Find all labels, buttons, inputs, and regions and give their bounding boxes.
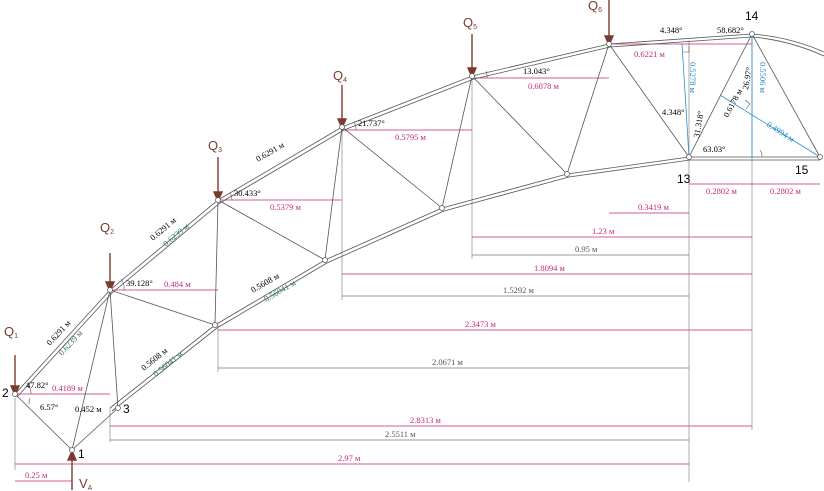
dimension-label: 2.0671 м <box>432 357 464 367</box>
angle-label: 26.97° <box>740 66 754 90</box>
load-q4-sub: 4 <box>343 77 347 84</box>
load-q6-letter: Q <box>588 0 598 13</box>
angle-arcs <box>26 46 763 405</box>
svg-text:Q6: Q6 <box>588 0 602 14</box>
angle-label: 58.682° <box>717 25 744 35</box>
angle-label: 4.348° <box>660 25 683 35</box>
angle-label: 30.433° <box>234 188 261 198</box>
load-q4-letter: Q <box>333 68 343 83</box>
reaction-sub: A <box>88 485 93 491</box>
angle-label: 63.03° <box>703 144 726 154</box>
projection-label: 0.4189 м <box>52 383 84 393</box>
svg-text:Q1: Q1 <box>4 324 18 340</box>
projection-label: 0.3419 м <box>638 202 670 212</box>
angle-label: 47.82° <box>26 380 49 390</box>
node-15-label: 15 <box>795 163 809 177</box>
cyan-lines <box>681 34 821 158</box>
load-q3-sub: 3 <box>218 147 222 154</box>
node-3-label: 3 <box>123 402 130 416</box>
dimension-label: 2.5511 м <box>385 429 416 439</box>
projection-label: 0.5795 м <box>395 132 427 142</box>
dimension-label: 0.25 м <box>25 470 48 480</box>
angle-label: 39.128° <box>126 278 153 288</box>
member-length-label: 0.6178 м <box>721 86 745 119</box>
load-arrows <box>9 0 615 490</box>
load-q1-letter: Q <box>4 324 14 339</box>
projection-label: 0.6221 м <box>634 49 666 59</box>
node-13-label: 13 <box>677 172 691 186</box>
projection-label: 0.2802 м <box>770 186 802 196</box>
dimension-labels: 1.23 м 0.95 м 1.8094 м 1.5292 м 2.3473 м… <box>25 226 615 480</box>
magenta-dimension-lines <box>15 43 820 482</box>
dimension-label: 1.5292 м <box>503 285 535 295</box>
dimension-label: 1.8094 м <box>534 263 566 273</box>
angle-label: 21.737° <box>358 118 385 128</box>
angle-label: 4.348° <box>662 107 685 117</box>
member-length-label: 0.6291 м <box>254 139 286 163</box>
angle-label: 13.043° <box>523 66 550 76</box>
svg-text:VA: VA <box>79 476 93 491</box>
angle-label: 6.57° <box>40 402 58 412</box>
horizontal-projection-labels: 0.4189 м 0.484 м 0.5379 м 0.5795 м 0.607… <box>52 49 802 393</box>
node-14-label: 14 <box>745 9 759 23</box>
load-q5-sub: 5 <box>473 24 477 31</box>
cyan-length-label: 0.5506 м <box>758 62 768 94</box>
angle-labels: 47.82° 6.57° 39.128° 30.433° 21.737° 13.… <box>26 25 754 412</box>
angle-label: 31.318° <box>691 110 705 138</box>
reaction-letter: V <box>79 476 88 491</box>
svg-text:Q5: Q5 <box>463 15 477 31</box>
projection-label: 0.484 м <box>164 279 191 289</box>
dimension-label: 2.8313 м <box>410 415 442 425</box>
dimension-label: 2.97 м <box>338 453 361 463</box>
projection-label: 0.5379 м <box>270 202 302 212</box>
web-members <box>14 33 821 451</box>
dimension-label: 2.3473 м <box>465 319 497 329</box>
svg-text:Q4: Q4 <box>333 68 347 84</box>
cyan-length-label: 0.5278 м <box>688 62 698 94</box>
projection-label: 0.6078 м <box>528 81 560 91</box>
node-numbers: 2 1 3 13 14 15 <box>2 9 809 461</box>
projection-label: 0.2802 м <box>706 186 738 196</box>
load-q2-letter: Q <box>100 220 110 235</box>
load-q5-letter: Q <box>463 15 473 30</box>
svg-text:Q3: Q3 <box>208 138 222 154</box>
node-1-label: 1 <box>78 447 85 461</box>
joints <box>12 31 823 453</box>
dimension-label: 1.23 м <box>592 226 615 236</box>
load-labels: Q1 Q2 Q3 Q4 Q5 Q6 VA <box>4 0 602 491</box>
svg-text:Q2: Q2 <box>100 220 114 236</box>
node-2-label: 2 <box>2 386 9 400</box>
load-q3-letter: Q <box>208 138 218 153</box>
member-length-label: 0.452 м <box>75 404 102 414</box>
dimension-label: 0.95 м <box>575 244 598 254</box>
load-q1-sub: 1 <box>14 333 18 340</box>
load-q2-sub: 2 <box>110 229 114 236</box>
grey-dimension-lines <box>110 254 689 441</box>
top-chord <box>14 33 824 398</box>
cyan-length-label: 0.4994 м <box>765 119 797 144</box>
load-q6-sub: 6 <box>598 7 602 14</box>
